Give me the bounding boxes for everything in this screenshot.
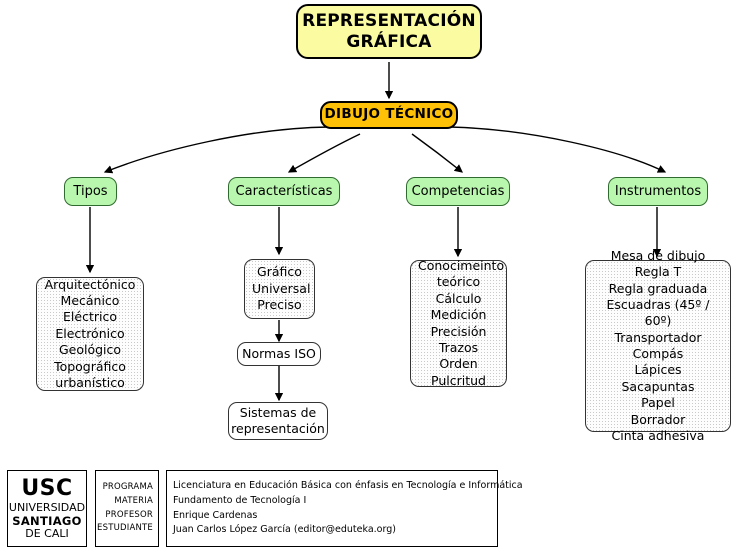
list-item: Eléctrico	[63, 309, 117, 325]
footer-value-programa: Licenciatura en Educación Básica con énf…	[173, 480, 523, 492]
footer-value-profesor: Enrique Cardenas	[173, 509, 258, 521]
node-category-caracteristicas[interactable]: Características	[228, 177, 340, 206]
list-item: Geológico	[58, 342, 122, 358]
list-item: Borrador	[630, 411, 686, 427]
list-item: Transportador	[614, 329, 702, 345]
node-normas-iso[interactable]: Normas ISO	[237, 342, 321, 366]
sistemas-line2: representación	[231, 421, 325, 436]
category-label-tipos: Tipos	[73, 183, 108, 199]
list-item: teórico	[436, 274, 481, 290]
list-item: Orden	[439, 356, 478, 372]
node-category-instrumentos[interactable]: Instrumentos	[608, 177, 708, 206]
list-item: Lápices	[634, 362, 682, 378]
footer-labels: PROGRAMA MATERIA PROFESOR ESTUDIANTE	[95, 470, 159, 547]
list-item: Regla T	[634, 264, 682, 280]
list-item: Trazos	[438, 339, 479, 355]
footer-label-estudiante: ESTUDIANTE	[97, 523, 153, 534]
node-root-line2: GRÁFICA	[346, 31, 432, 52]
list-item: Topográfico	[54, 358, 126, 374]
footer: USC UNIVERSIDAD SANTIAGO DE CALI PROGRAM…	[0, 462, 737, 554]
category-label-competencias: Competencias	[411, 183, 505, 199]
node-root-line1: REPRESENTACIÓN	[302, 11, 476, 32]
list-item: Cinta adhesiva	[611, 427, 705, 443]
list-item: Mecánico	[60, 293, 120, 309]
list-item: urbanístico	[55, 374, 125, 390]
list-item: Pulcritud	[431, 372, 486, 388]
node-dibujo-tecnico[interactable]: DIBUJO TÉCNICO	[320, 101, 458, 129]
node-category-tipos[interactable]: Tipos	[64, 177, 117, 206]
logo-acronym: USC	[21, 475, 73, 501]
node-category-competencias[interactable]: Competencias	[406, 177, 510, 206]
list-item: Escuadras (45º / 60º)	[606, 296, 710, 329]
node-representacion-grafica[interactable]: REPRESENTACIÓN GRÁFICA	[296, 4, 482, 59]
node-main-label: DIBUJO TÉCNICO	[324, 106, 454, 123]
connector-main-to-instrumentos	[449, 126, 667, 173]
footer-label-materia: MATERIA	[114, 495, 153, 506]
footer-label-programa: PROGRAMA	[102, 482, 153, 493]
connector-main-to-competencias	[411, 133, 463, 173]
category-label-instrumentos: Instrumentos	[614, 183, 702, 199]
logo-line-universidad: UNIVERSIDAD	[8, 500, 86, 514]
footer-value-materia: Fundamento de Tecnología I	[173, 494, 307, 506]
footer-value-estudiante: Juan Carlos López García (editor@eduteka…	[173, 524, 396, 536]
list-item: Regla graduada	[608, 280, 708, 296]
list-item: Medición	[430, 307, 487, 323]
connector-main-to-tipos	[103, 126, 330, 174]
node-sistemas-representacion[interactable]: Sistemas de representación	[228, 402, 328, 440]
sistemas-line1: Sistemas de	[239, 405, 317, 421]
footer-values: Licenciatura en Educación Básica con énf…	[166, 470, 523, 547]
list-item: Preciso	[257, 297, 302, 313]
connector-main-to-caracteristicas	[287, 133, 361, 173]
list-item: Sacapuntas	[621, 378, 695, 394]
footer-label-profesor: PROFESOR	[105, 509, 153, 520]
list-item: Arquitectónico	[44, 276, 136, 292]
usc-logo: USC UNIVERSIDAD SANTIAGO DE CALI	[7, 470, 87, 547]
list-item: Universal	[252, 280, 311, 296]
list-item: Precisión	[430, 323, 487, 339]
list-item: Mesa de dibujo	[610, 247, 706, 263]
list-item: Papel	[641, 395, 675, 411]
list-item: Electrónico	[55, 325, 125, 341]
list-item: Compás	[632, 346, 684, 361]
list-item: Cálculo	[435, 290, 482, 306]
logo-line-decali: DE CALI	[25, 527, 69, 541]
category-label-caracteristicas: Características	[235, 183, 333, 199]
normas-iso-label: Normas ISO	[242, 346, 316, 362]
list-item: Gráfico	[257, 264, 302, 280]
logo-line-santiago: SANTIAGO	[12, 513, 82, 528]
list-item: Conocimeinto	[418, 258, 505, 273]
